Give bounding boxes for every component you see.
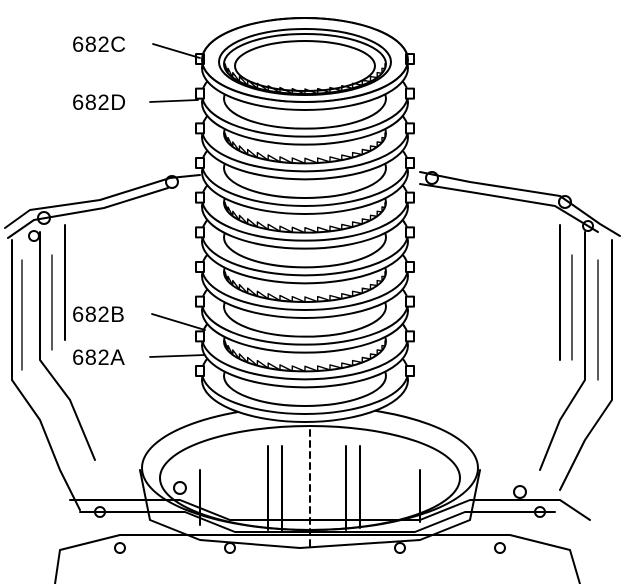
callout-682C: 682C (72, 32, 127, 57)
plate-lug (405, 53, 415, 65)
plate-lug (195, 157, 205, 169)
plate-lug (195, 53, 205, 65)
plate-lug (405, 261, 415, 273)
plate-lug (405, 330, 415, 343)
right-bolt-bosses (425, 171, 594, 232)
plate-teeth (224, 271, 386, 303)
plate-teeth (224, 132, 386, 164)
callout-682A: 682A (72, 345, 125, 370)
leader-682C (152, 43, 201, 59)
plate-lug (195, 330, 205, 343)
bore-ribs (199, 429, 421, 549)
plate-lug (405, 122, 415, 135)
leader-lines (149, 43, 206, 358)
top-plate-detail (201, 17, 409, 103)
leader-682D (149, 99, 199, 103)
plate-teeth (224, 201, 386, 234)
callout-682D: 682D (72, 90, 127, 115)
leader-682B (151, 313, 206, 331)
plate-lug (195, 191, 205, 204)
bottom-flange (54, 481, 591, 584)
plate-lug (195, 226, 205, 239)
plate-lug (195, 365, 205, 377)
plate-teeth (224, 340, 386, 372)
case-shading (21, 254, 599, 381)
plate-lug (195, 87, 205, 100)
left-bolt-bosses (28, 175, 179, 242)
plate-lug (405, 365, 415, 377)
callout-labels: 682C 682D 682B 682A (72, 32, 127, 370)
callout-682B: 682B (72, 302, 125, 327)
plate-lug (405, 191, 415, 204)
plate-lug (195, 122, 205, 135)
transmission-case (4, 171, 621, 584)
leader-682A (149, 354, 206, 358)
plate-lug (405, 226, 415, 239)
plate-lug (405, 157, 415, 169)
plate-lug (195, 295, 205, 308)
plate-lug (195, 261, 205, 273)
plate-lug (405, 295, 415, 308)
plate-lug (405, 87, 415, 100)
